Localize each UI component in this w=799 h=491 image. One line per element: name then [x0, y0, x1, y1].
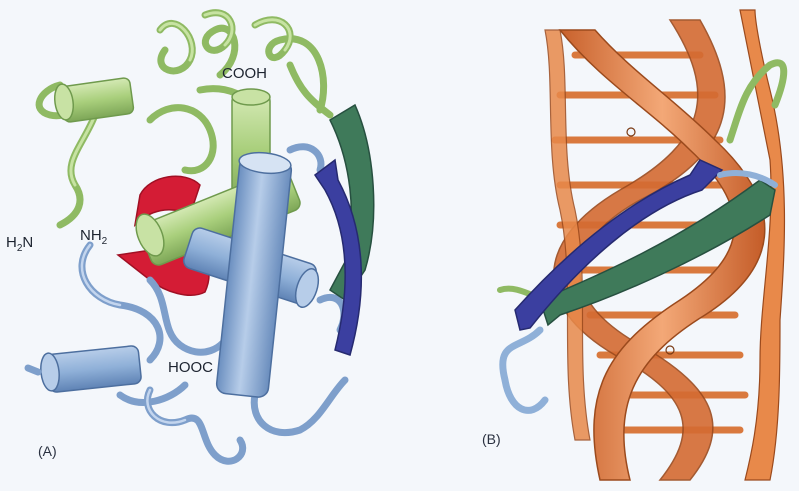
cooh-terminus-label: COOH: [222, 65, 267, 82]
hooc-terminus-label: HOOC: [168, 359, 213, 376]
panel-b-label: (B): [482, 431, 501, 447]
panel-a-label: (A): [38, 443, 57, 459]
